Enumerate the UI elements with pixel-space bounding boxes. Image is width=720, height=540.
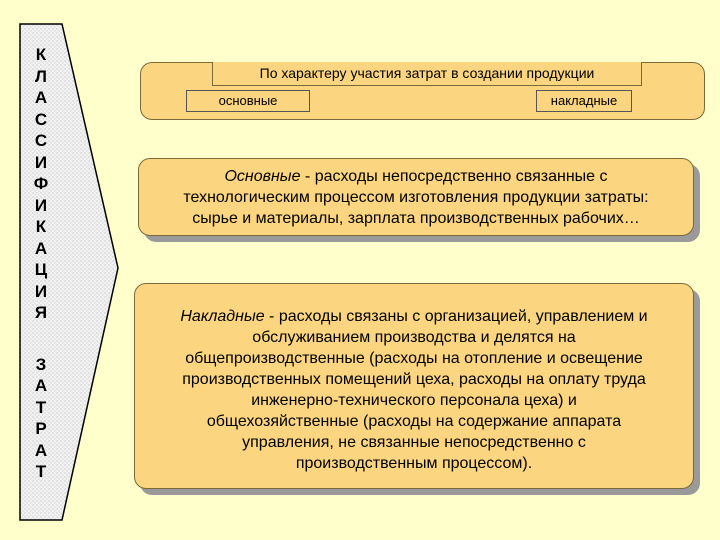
tag-basic: основные: [186, 90, 310, 112]
text-line: общепроизводственные (расходы на отоплен…: [185, 350, 643, 367]
letter: К: [35, 217, 47, 236]
letter: Т: [35, 397, 47, 417]
text-line: производственных помещений цеха, расходы…: [182, 371, 646, 388]
letter: Ц: [34, 260, 48, 279]
basic-costs-text: Основные - расходы непосредственно связа…: [139, 166, 693, 229]
letter: К: [35, 45, 47, 64]
letter: И: [34, 152, 48, 172]
letter: З: [35, 354, 47, 374]
letter: А: [34, 376, 48, 395]
letter: И: [34, 281, 48, 301]
basic-term: Основные: [224, 168, 301, 185]
text-line: - расходы непосредственно связанные с: [300, 168, 608, 185]
overhead-costs-box: Накладные - расходы связаны с организаци…: [134, 283, 694, 489]
vertical-label: К Л А С С И Ф И К А Ц И Я З А Т Р А Т: [22, 44, 60, 483]
letter: А: [34, 238, 48, 258]
text-line: технологическим процессом изготовления п…: [183, 189, 649, 206]
overhead-costs-text: Накладные - расходы связаны с организаци…: [135, 306, 693, 474]
text-line: - расходы связаны с организацией, управл…: [264, 308, 648, 325]
letter: Т: [35, 462, 47, 481]
letter: Р: [35, 419, 47, 438]
text-line: сырье и материалы, зарплата производстве…: [192, 210, 640, 227]
text-line: управления, не связанные непосредственно…: [242, 434, 586, 451]
letter: А: [34, 440, 48, 460]
text-line: производственным процессом).: [295, 455, 533, 472]
tag-overhead: накладные: [536, 90, 632, 112]
overhead-term: Накладные: [180, 308, 265, 325]
letter: С: [34, 131, 48, 150]
letter: И: [34, 195, 48, 215]
letter: Ф: [33, 174, 49, 193]
header-title: По характеру участия затрат в создании п…: [212, 62, 642, 86]
letter: Я: [34, 303, 48, 322]
text-line: инженерно-технического персонала цеха) и: [251, 392, 577, 409]
text-line: обслуживанием производства и делятся на: [252, 329, 576, 346]
basic-costs-box: Основные - расходы непосредственно связа…: [138, 158, 694, 236]
letter: А: [34, 88, 48, 107]
text-line: общехозяйственные (расходы на содержание…: [206, 413, 622, 430]
letter: С: [34, 109, 48, 129]
letter: Л: [35, 66, 47, 86]
